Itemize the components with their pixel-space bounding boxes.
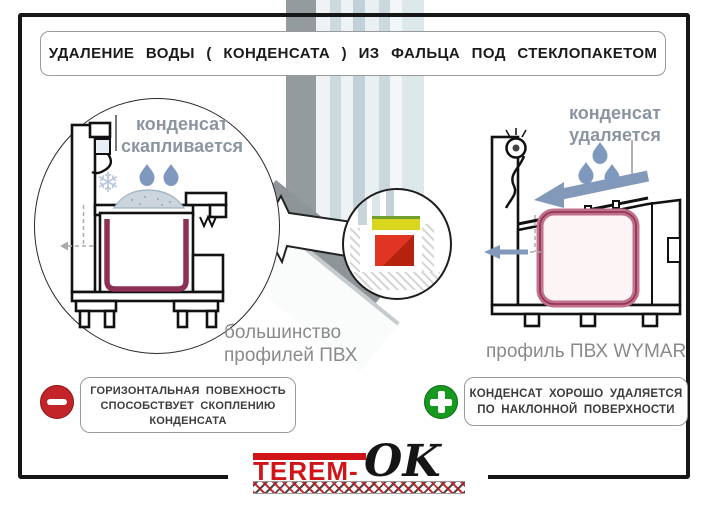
water-drop-icon [139,164,155,186]
spacer-yellow-strip [372,219,420,230]
glass-pane-strip [372,190,380,225]
pvc-hatching [354,272,440,290]
pvc-profile-cross-section-right [484,128,682,328]
right-caption: профиль ПВХ WYMAR [486,341,687,362]
steel-chamber-outline [104,219,189,292]
water-drop-icon [604,164,620,186]
plus-icon [424,385,458,419]
logo-t-bar [253,453,366,460]
pvc-hatching [422,224,434,272]
water-drop-icon [163,164,179,186]
logo: TEREM- OK [228,436,488,506]
pvc-profile-cross-section-left: ❄ [60,115,228,329]
steel-chamber-outline [536,208,640,308]
glass-pane-strip [379,0,390,252]
steel-core-red [375,235,414,266]
glass-pane-strip [386,190,394,225]
reinforcement-channel [199,214,217,229]
glass-pane-strip [330,0,341,252]
spacer-green-line [372,216,420,219]
title-box: УДАЛЕНИЕ ВОДЫ ( КОНДЕНСАТА ) ИЗ ФАЛЬЦА П… [40,31,666,76]
negative-verdict-box: ГОРИЗОНТАЛЬНАЯ ПОВЕХНОСТЬ СПОСОБСТВУЕТ С… [80,377,296,433]
water-puddle [112,189,186,209]
snowflake-icon: ❄ [96,167,119,198]
logo-ornament-band [253,481,465,494]
left-caption: большинство профилей ПВХ [224,322,358,366]
condensate-removed-label: конденсат удаляется [568,103,661,145]
pvc-hatching [350,228,360,272]
minus-icon [40,385,74,419]
logo-word-black: OK [364,436,441,487]
detail-circle [342,188,452,300]
water-drop-icon [578,162,594,184]
page-title: УДАЛЕНИЕ ВОДЫ ( КОНДЕНСАТА ) ИЗ ФАЛЬЦА П… [48,45,658,62]
condensate-accumulates-label: конденсат скапливается [120,114,244,156]
drain-arrow-dashed [60,241,95,251]
drain-arrow [484,245,542,259]
condensate-flow-arrow [534,170,650,208]
positive-verdict-box: КОНДЕНСАТ ХОРОШО УДАЛЯЕТСЯ ПО НАКЛОННОЙ … [464,377,688,426]
glass-pane-strip [358,190,367,225]
